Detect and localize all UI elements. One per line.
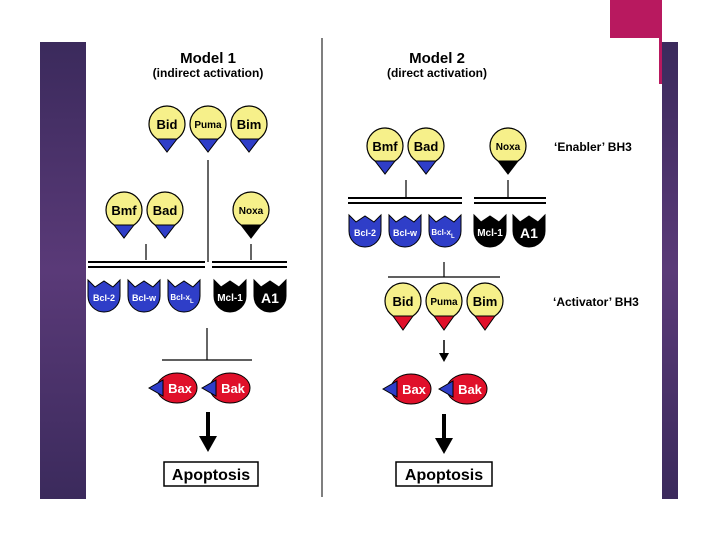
model1-bh3-bid: Bid <box>148 105 186 153</box>
model2-effector-bak: Bak <box>437 373 488 405</box>
model2-bad-label: Bad <box>414 139 439 154</box>
model2-bclw-label: Bcl-w <box>393 228 418 238</box>
model2-small-arrow <box>439 340 449 362</box>
model1-title: Model 1 <box>180 50 236 67</box>
model2-apoptosis-box <box>395 461 493 487</box>
model1-bclxl-sub: L <box>190 299 194 305</box>
model2-protein-bcl2: Bcl-2 <box>348 213 382 248</box>
model1-bax-label: Bax <box>168 381 193 396</box>
model2-bmf-label: Bmf <box>372 139 398 154</box>
model1-bmf-label: Bmf <box>111 203 137 218</box>
model2-bh3-puma: Puma <box>425 282 463 331</box>
model1-bclxl-label: Bcl-x <box>170 293 190 302</box>
model1-bh3-noxa: Noxa <box>232 191 270 239</box>
model2-bcl2-label: Bcl-2 <box>354 228 376 238</box>
svg-text:Bcl-xL: Bcl-xL <box>431 228 455 240</box>
model2-bak-label: Bak <box>458 382 483 397</box>
model2-protein-a1: A1 <box>512 213 546 248</box>
model1-bak-label: Bak <box>221 381 246 396</box>
model2-protein-mcl1: Mcl-1 <box>473 213 507 248</box>
model1-puma-label: Puma <box>194 120 222 131</box>
model2-title: Model 2 <box>409 50 465 67</box>
model2-protein-bclw: Bcl-w <box>388 213 422 248</box>
svg-text:Bcl-xL: Bcl-xL <box>170 293 194 305</box>
model1-bh3-puma: Puma <box>189 105 227 153</box>
model2-noxa-label: Noxa <box>496 142 521 153</box>
model2-bid-label: Bid <box>393 294 414 309</box>
model2-bh3-bad: Bad <box>407 127 445 175</box>
model1-bh3-bim: Bim <box>230 105 268 153</box>
model1-apoptosis-label: Apoptosis <box>172 467 250 484</box>
model2-bim-label: Bim <box>473 294 498 309</box>
model1-bim-label: Bim <box>237 117 262 132</box>
corner-accent-box <box>610 0 662 38</box>
model1-effector-bax: Bax <box>147 372 198 404</box>
model2-protein-bclxl: Bcl-xL <box>428 213 462 248</box>
model1-arrow <box>199 412 217 452</box>
model1-bid-label: Bid <box>157 117 178 132</box>
model2-subtitle: (direct activation) <box>387 66 487 80</box>
model2-inhibition-bars <box>348 197 546 204</box>
model1-apoptosis-box <box>163 461 259 487</box>
model2-bh3-noxa: Noxa <box>489 127 527 175</box>
model2-bh3-bid: Bid <box>384 282 422 331</box>
model1-protein-bcl2: Bcl-2 <box>87 278 121 313</box>
right-decor-band <box>662 42 678 499</box>
corner-accent-line <box>659 38 662 84</box>
model2-puma-label: Puma <box>430 297 458 308</box>
model1-protein-a1: A1 <box>253 278 287 313</box>
model2-a1-label: A1 <box>520 225 538 241</box>
enabler-bh3-label: ‘Enabler’ BH3 <box>554 140 632 154</box>
model1-protein-bclxl: Bcl-xL <box>167 278 201 313</box>
left-decor-band <box>40 42 86 499</box>
model1-mcl1-label: Mcl-1 <box>217 293 243 304</box>
model2-effector-bax: Bax <box>381 373 432 405</box>
model2-bax-label: Bax <box>402 382 427 397</box>
activator-bh3-label: ‘Activator’ BH3 <box>553 295 639 309</box>
model1-bad-label: Bad <box>153 203 178 218</box>
model2-bh3-bim: Bim <box>466 282 504 331</box>
model1-subtitle: (indirect activation) <box>153 66 264 80</box>
model1-bclw-label: Bcl-w <box>132 293 157 303</box>
model1-protein-mcl1: Mcl-1 <box>213 278 247 313</box>
model2-bclxl-sub: L <box>451 234 455 240</box>
model2-apoptosis-label: Apoptosis <box>405 467 483 484</box>
model1-bh3-bad: Bad <box>146 191 184 239</box>
model2-mcl1-label: Mcl-1 <box>477 228 503 239</box>
model2-arrow <box>435 414 453 454</box>
model1-bh3-bmf: Bmf <box>105 191 143 239</box>
model1-a1-label: A1 <box>261 290 279 306</box>
model1-effector-bak: Bak <box>200 372 251 404</box>
model1-inhibition-bars <box>88 261 287 268</box>
model2-bh3-bmf: Bmf <box>366 127 404 175</box>
model1-bcl2-label: Bcl-2 <box>93 293 115 303</box>
model1-protein-bclw: Bcl-w <box>127 278 161 313</box>
model2-bclxl-label: Bcl-x <box>431 228 451 237</box>
model1-noxa-label: Noxa <box>239 206 264 217</box>
